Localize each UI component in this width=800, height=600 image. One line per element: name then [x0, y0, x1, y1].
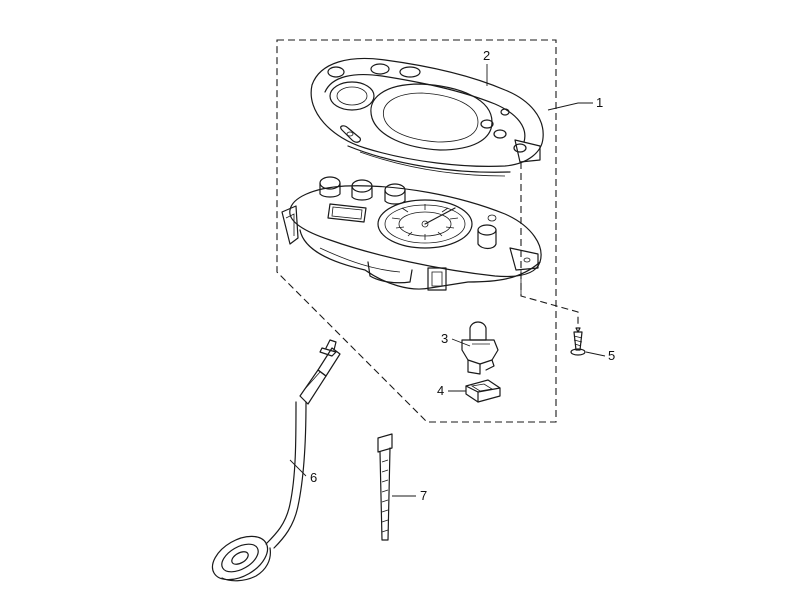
- speedometer-cable: [211, 339, 341, 582]
- instrument-cover: [310, 57, 544, 177]
- callout-4: 4: [437, 383, 444, 398]
- callout-1: 1: [596, 95, 603, 110]
- screw: [570, 327, 586, 356]
- leader-3: [451, 338, 471, 347]
- callout-3: 3: [441, 331, 448, 346]
- alignment-line-upper: [520, 162, 579, 326]
- assembly-boundary: [276, 39, 557, 423]
- leader-5: [585, 351, 606, 357]
- leader-1: [547, 102, 593, 111]
- callout-6: 6: [310, 470, 317, 485]
- callout-5: 5: [608, 348, 615, 363]
- instrument-housing: [281, 176, 542, 291]
- callout-2: 2: [483, 48, 490, 63]
- bulb-holder: [461, 321, 499, 375]
- bulb-socket: [465, 379, 501, 403]
- cable-tie: [377, 433, 393, 541]
- leader-6: [289, 459, 307, 477]
- callout-7: 7: [420, 488, 427, 503]
